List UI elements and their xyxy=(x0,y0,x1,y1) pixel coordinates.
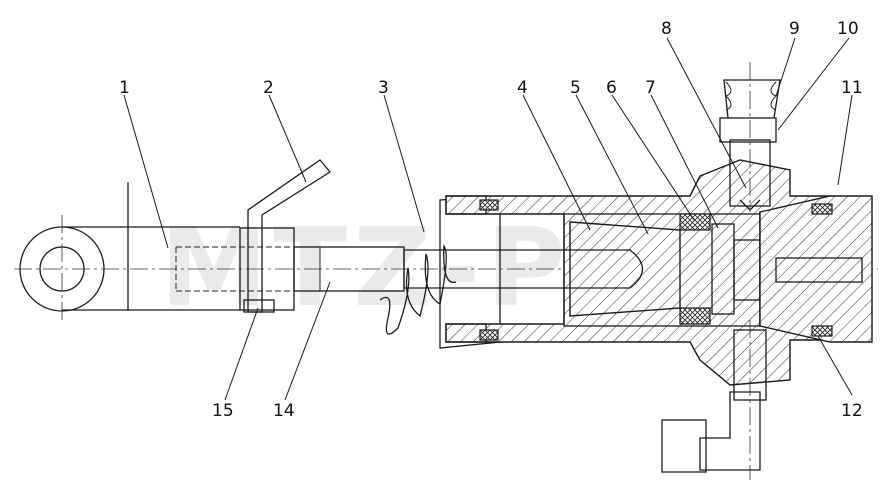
callout-15: 15 xyxy=(212,401,234,421)
eye-end xyxy=(19,182,290,322)
callout-4: 4 xyxy=(517,78,528,98)
callout-5: 5 xyxy=(570,78,581,98)
end-cap xyxy=(759,195,873,343)
callout-12: 12 xyxy=(841,401,863,421)
callout-14: 14 xyxy=(273,401,295,421)
callout-9: 9 xyxy=(789,19,800,39)
callout-8: 8 xyxy=(661,19,672,39)
callout-11: 11 xyxy=(841,78,863,98)
callout-6: 6 xyxy=(606,78,617,98)
leader-lines xyxy=(123,37,853,401)
callout-7: 7 xyxy=(645,78,656,98)
callout-10: 10 xyxy=(837,19,859,39)
callout-2: 2 xyxy=(263,78,274,98)
outlet-elbow xyxy=(661,320,767,480)
callout-3: 3 xyxy=(378,78,389,98)
callout-1: 1 xyxy=(119,78,130,98)
return-spring xyxy=(379,244,457,335)
piston-assembly xyxy=(403,213,761,327)
